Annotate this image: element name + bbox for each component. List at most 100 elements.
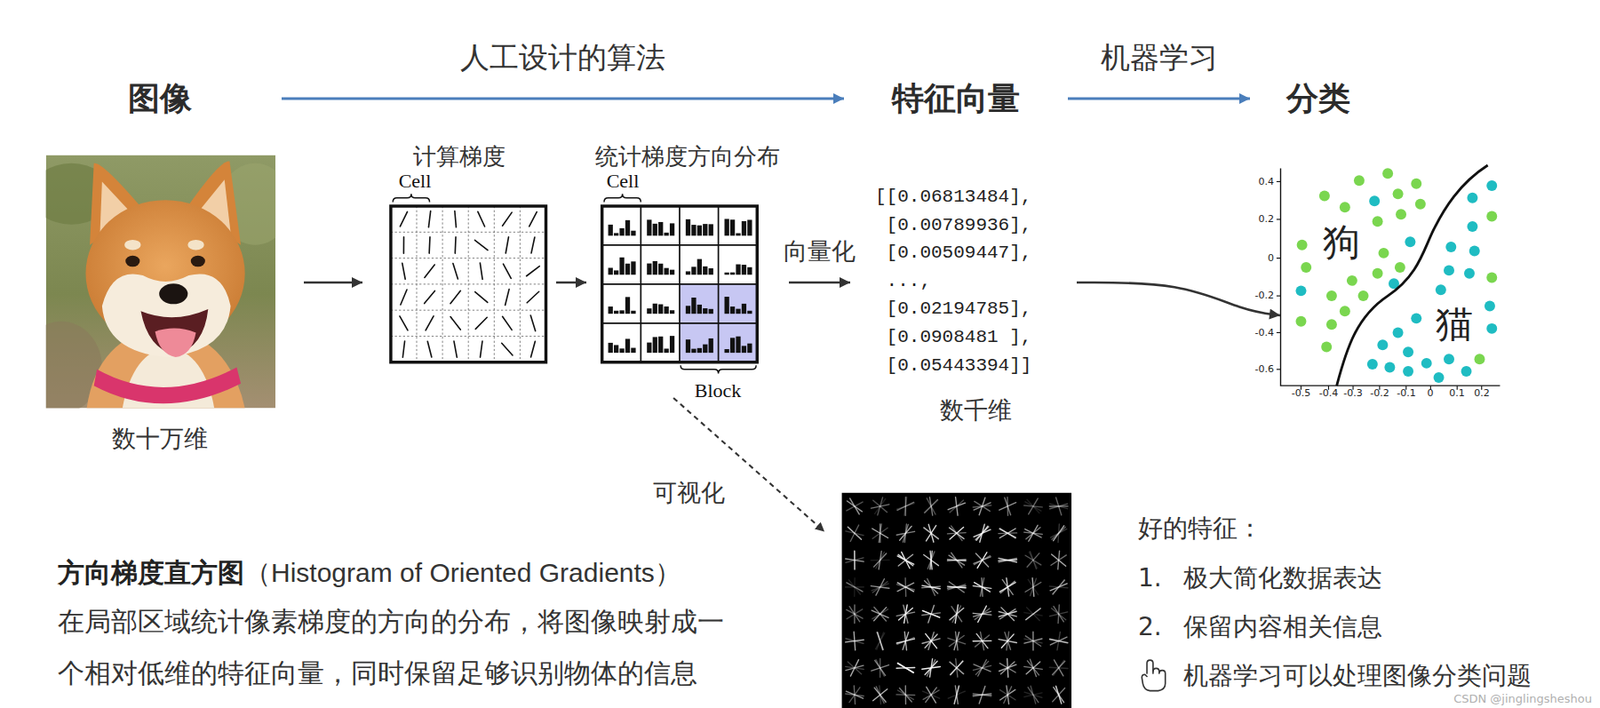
gradient-stroke [505, 237, 509, 254]
gradient-stroke [427, 341, 432, 358]
hog-visualization [876, 632, 884, 650]
hog-visualization [1004, 497, 1011, 516]
histogram-bar [735, 264, 741, 276]
hog-visualization [949, 526, 964, 540]
visualize-arrow [673, 398, 825, 532]
histogram-bar [625, 296, 630, 314]
cell-divider [390, 257, 547, 259]
hog-visualization [975, 526, 989, 540]
hog-visualization [973, 611, 992, 617]
histogram-bar [646, 342, 652, 354]
data-point [1367, 358, 1378, 370]
histogram-bar [664, 232, 669, 236]
data-point [1295, 285, 1306, 296]
data-point [1369, 195, 1380, 207]
cell-divider [390, 206, 547, 363]
data-point [1415, 199, 1426, 210]
edge-label: 人工设计的算法 [460, 39, 666, 76]
histogram-bar [625, 220, 630, 236]
hog-visualization [845, 497, 1068, 705]
flow-arrow [788, 281, 851, 285]
hog-visualization [1025, 636, 1041, 646]
gradient-stroke [475, 317, 487, 329]
gradient-stroke [424, 290, 436, 303]
data-point [1395, 208, 1407, 220]
hog-visualization [904, 497, 908, 517]
gradient-stroke [526, 266, 541, 277]
hog-visualization [998, 557, 1017, 563]
gradient-stroke [399, 316, 408, 331]
hog-visualization [998, 557, 1017, 562]
brace [392, 193, 757, 374]
data-point [1393, 188, 1404, 200]
histogram-bar [608, 224, 613, 236]
illustration [20, 155, 1500, 708]
hog-visualization [1050, 554, 1066, 566]
hog-visualization [879, 659, 881, 678]
hog-visualization [845, 531, 864, 536]
stage-heading: 图像 [38, 75, 282, 122]
hog-visualization [978, 660, 988, 677]
histogram-bar [608, 342, 613, 353]
step-title: 统计梯度方向分布 [595, 141, 781, 172]
cell-divider [390, 335, 547, 337]
dog-photo [94, 366, 241, 404]
stage-title: 分类 [1286, 78, 1351, 120]
hog-visualization [1050, 636, 1067, 645]
hog-visualization [972, 693, 991, 697]
class-label: 狗 [1322, 220, 1361, 265]
cell-divider [602, 206, 758, 363]
data-point [1384, 362, 1395, 374]
hog-visualization [949, 500, 964, 512]
histogram-bar [669, 222, 675, 236]
hog-visualization [1052, 688, 1066, 702]
gradient-stroke [403, 237, 406, 254]
data-point [1402, 346, 1414, 358]
data-point [1466, 221, 1478, 232]
list-number: 2. [1138, 611, 1163, 643]
data-point [1339, 201, 1351, 213]
step-title: 计算梯度 [413, 141, 506, 172]
histogram-bar [702, 223, 708, 236]
hog-visualization [872, 581, 888, 593]
data-point [1346, 275, 1358, 287]
hog-visualization [1029, 659, 1036, 677]
dimension-caption: 数十万维 [111, 423, 208, 454]
feature-vector: [[0.06813484],[0.00789936],[0.00509447],… [850, 177, 1077, 429]
flow-arrow [1067, 97, 1250, 101]
data-point [1421, 358, 1433, 369]
hog-visualization [842, 493, 1072, 708]
gradient-stroke [531, 341, 536, 358]
histogram-bar [619, 348, 624, 353]
hog-visualization [870, 559, 890, 562]
gradient-stroke [428, 211, 430, 228]
hog-visualization [898, 608, 913, 621]
data-point [1443, 264, 1455, 276]
gradient-grid [390, 206, 547, 363]
hog-visualization [979, 497, 986, 516]
data-point [1461, 366, 1473, 377]
hog-visualization [929, 497, 932, 516]
hand-icon [1141, 660, 1165, 691]
histogram-bar [747, 343, 752, 353]
histogram-bar [735, 336, 741, 353]
hog-visualization [947, 559, 966, 561]
edge-label: 向量化 [783, 236, 856, 267]
gradient-grid-box: 计算梯度 [362, 141, 557, 369]
histogram-bar [613, 344, 619, 353]
stage-heading: 特征向量 [843, 75, 1068, 122]
data-point [1486, 180, 1497, 192]
hog-visualization [923, 554, 940, 566]
hog-visualization [925, 687, 937, 702]
data-point [1445, 241, 1457, 253]
hog-visualization [874, 607, 887, 621]
dog-photo [124, 239, 141, 250]
vector-entry: [[0.06813484], [875, 183, 1032, 212]
hog-visualization [1030, 578, 1037, 597]
hog-visualization [1051, 608, 1067, 621]
list-heading: 好的特征： [1138, 512, 1263, 544]
histogram-bar [630, 310, 636, 314]
data-point [1393, 326, 1404, 338]
hog-visualization [1049, 667, 1068, 669]
axis-tick: 0.4 [1258, 175, 1275, 189]
